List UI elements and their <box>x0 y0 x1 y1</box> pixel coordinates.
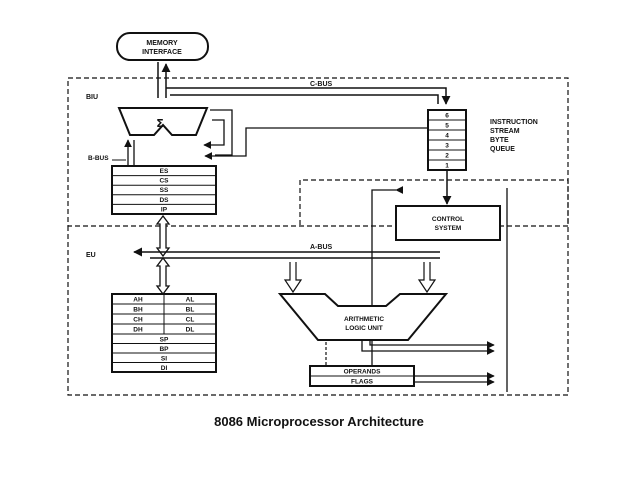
register-al: AL <box>186 297 195 304</box>
general-register-block: AH AL BH BL CH CL DH DL SP BP SI DI <box>111 293 217 373</box>
control-system-box <box>395 205 501 241</box>
biu-region <box>67 77 569 227</box>
b-bus-label: B-BUS <box>88 155 109 162</box>
control-system-label-line2: SYSTEM <box>435 225 462 232</box>
queue-cell-2: 2 <box>445 153 449 160</box>
memory-interface-label-line2: INTERFACE <box>142 49 182 56</box>
flags-label: FLAGS <box>351 379 374 386</box>
queue-title-line2: STREAM <box>490 128 520 135</box>
queue-cell-3: 3 <box>445 143 449 150</box>
c-bus-line <box>166 87 451 105</box>
biu-eu-connector <box>155 214 171 258</box>
register-es: ES <box>160 168 169 175</box>
register-bl: BL <box>186 307 195 314</box>
memory-interface-label-line1: MEMORY <box>146 40 178 47</box>
queue-cell-1: 1 <box>445 163 449 170</box>
memory-interface-box <box>116 32 209 61</box>
register-di: DI <box>161 365 168 372</box>
register-ss: SS <box>160 187 169 194</box>
register-cs: CS <box>159 178 169 185</box>
operands-flags-block: OPERANDS FLAGS <box>309 365 415 387</box>
alu-label-line1: ARITHMETIC <box>344 316 384 323</box>
register-dh: DH <box>133 327 143 334</box>
queue-cell-5: 5 <box>445 123 449 130</box>
register-cl: CL <box>186 317 195 324</box>
control-system-label-line1: CONTROL <box>432 216 464 223</box>
diagram-caption: 8086 Microprocessor Architecture <box>214 414 424 429</box>
register-ip: IP <box>161 206 168 213</box>
alu-shape <box>277 293 449 341</box>
sigma-adder <box>117 107 209 136</box>
register-bp: BP <box>159 346 169 353</box>
queue-title-line4: QUEUE <box>490 146 515 153</box>
register-sp: SP <box>160 337 169 344</box>
register-ah: AH <box>133 297 143 304</box>
segment-register-block: ES CS SS DS IP <box>111 165 217 215</box>
register-si: SI <box>161 356 167 363</box>
queue-cell-4: 4 <box>445 133 449 140</box>
a-bus-label: A-BUS <box>310 244 332 251</box>
eu-label: EU <box>86 252 96 259</box>
biu-label: BIU <box>86 94 98 101</box>
queue-title-line3: BYTE <box>490 137 509 144</box>
register-ds: DS <box>159 197 169 204</box>
c-bus-label: C-BUS <box>310 81 332 88</box>
register-bh: BH <box>133 307 143 314</box>
instruction-queue: 6 5 4 3 2 1 <box>427 109 467 171</box>
queue-cell-6: 6 <box>445 113 449 120</box>
register-ch: CH <box>133 317 143 324</box>
queue-title-line1: INSTRUCTION <box>490 119 538 126</box>
eu-region <box>67 179 569 396</box>
operands-label: OPERANDS <box>344 369 382 376</box>
register-dl: DL <box>186 327 195 334</box>
alu-label-line2: LOGIC UNIT <box>345 325 383 332</box>
sigma-label: Σ <box>156 117 164 130</box>
